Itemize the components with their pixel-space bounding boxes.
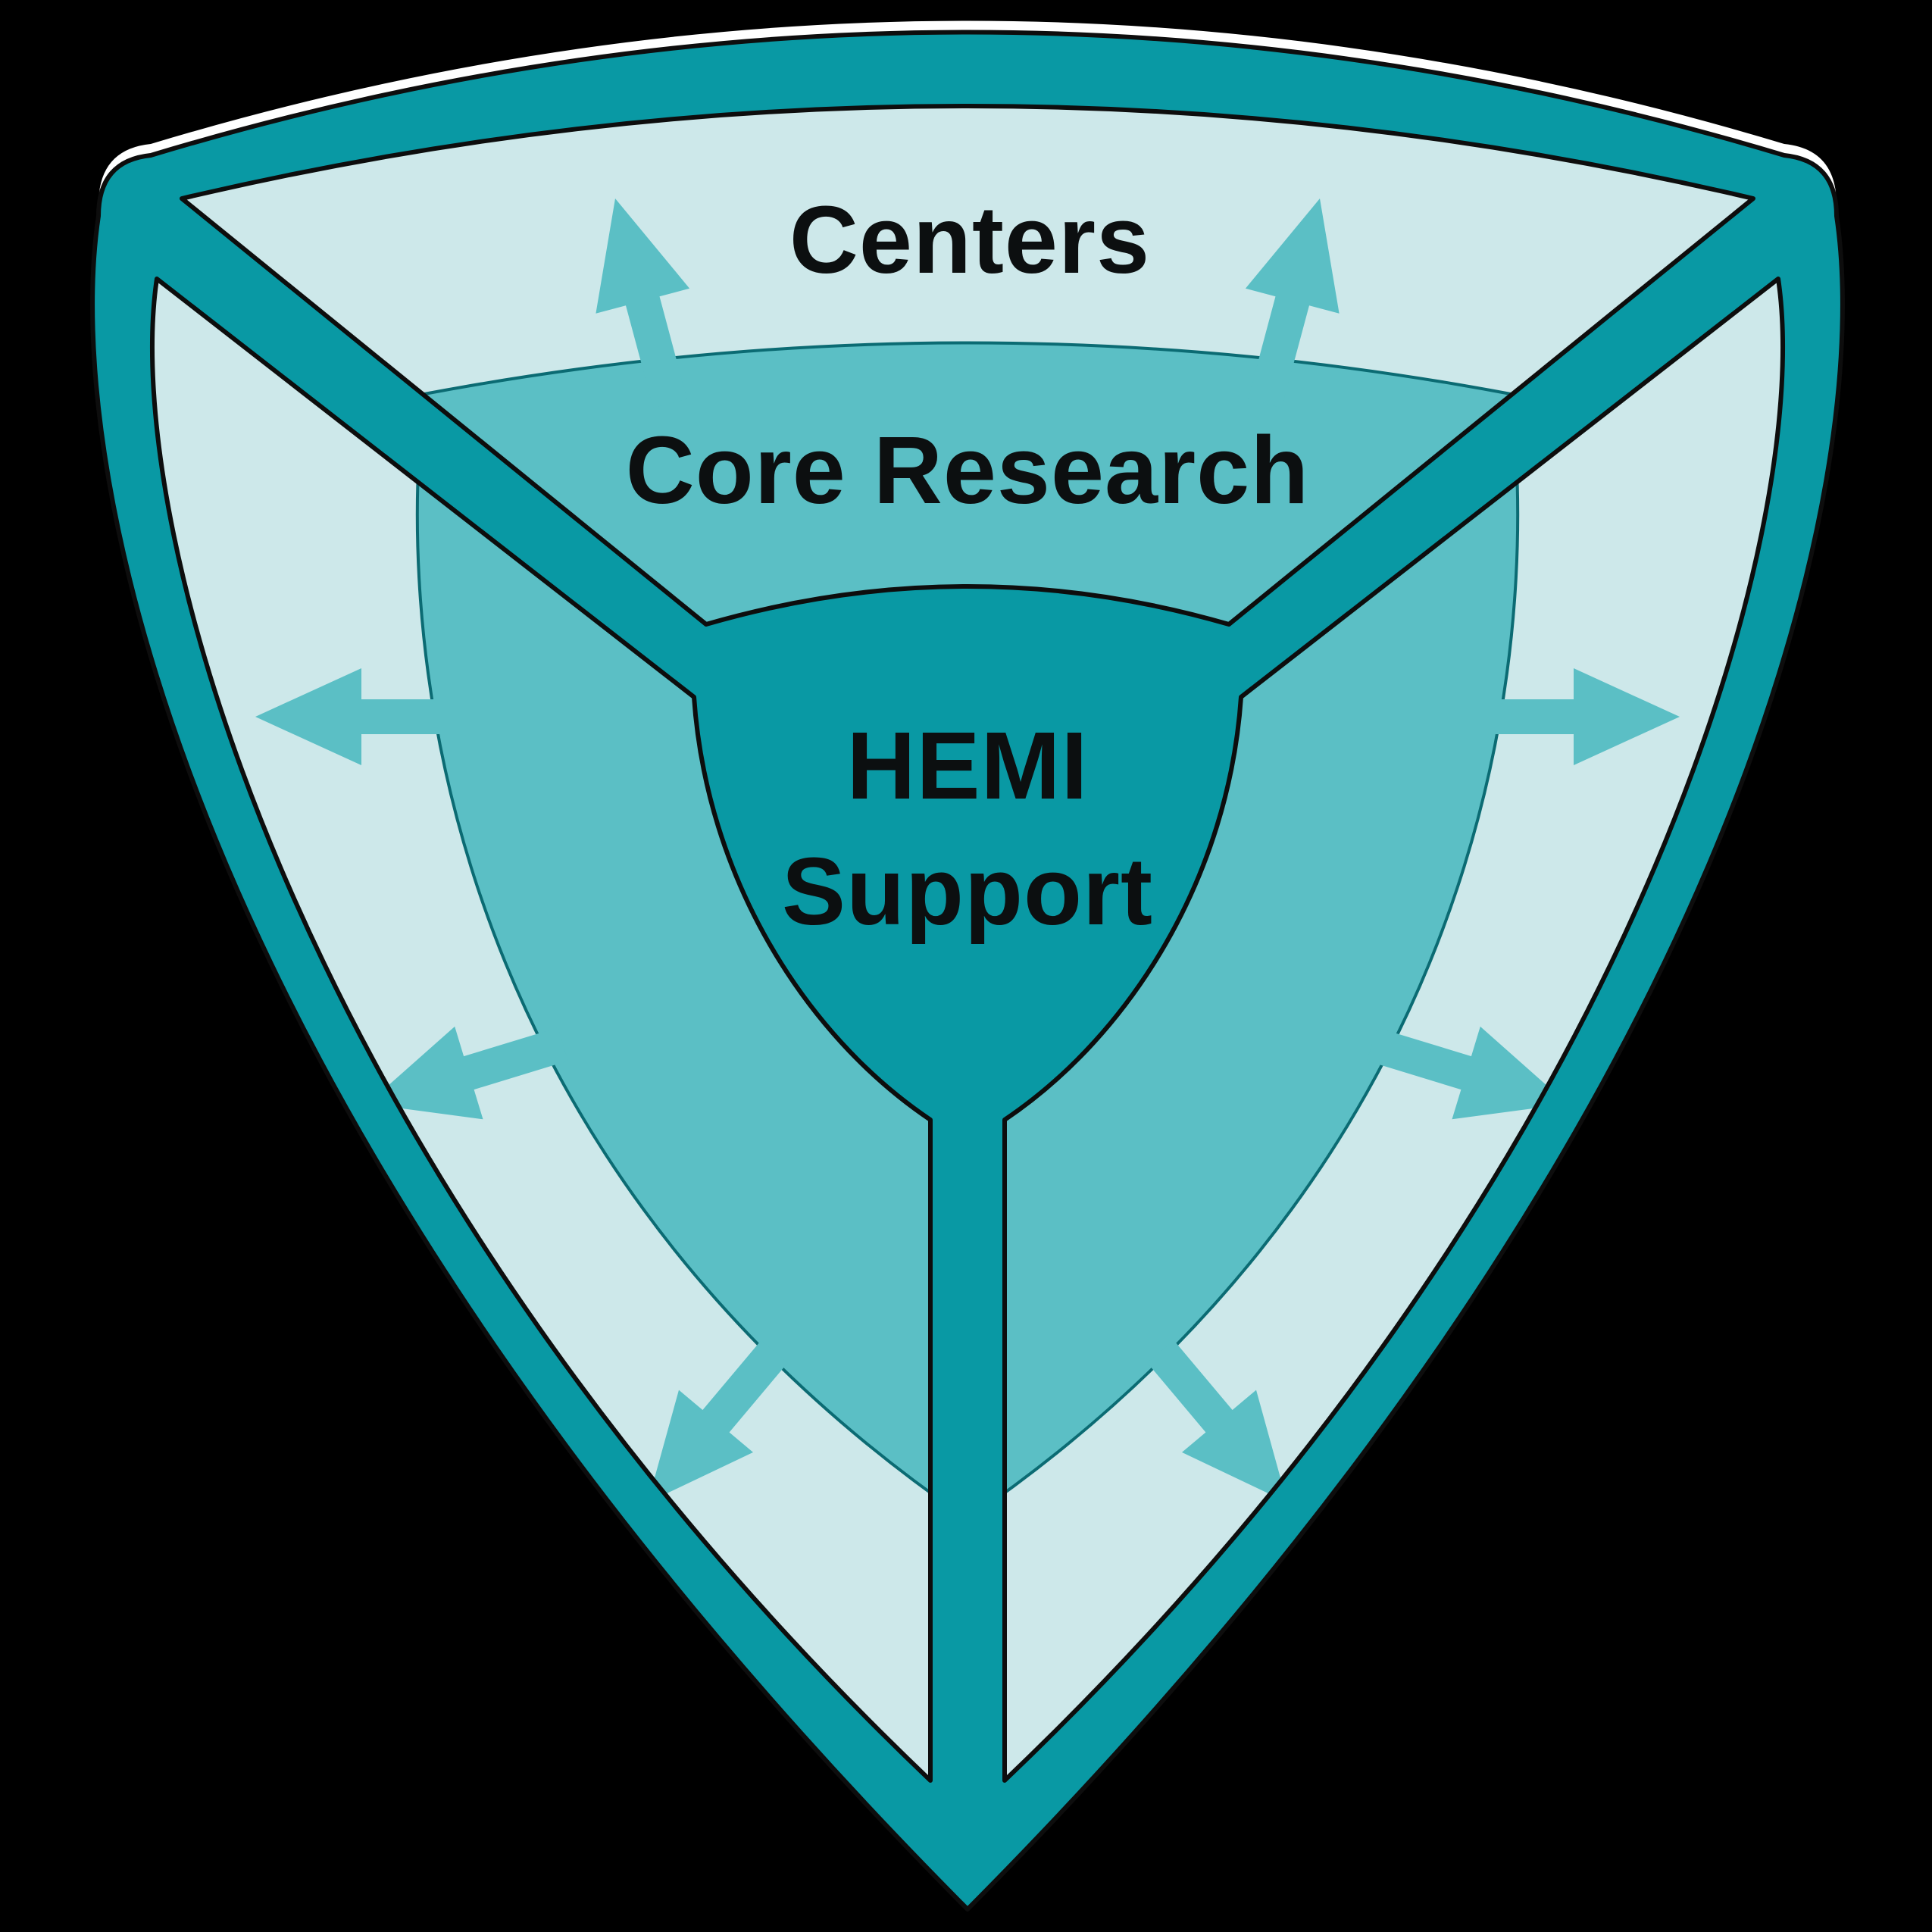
arrow-top-right-up: [1245, 199, 1340, 408]
outward-arrows: [255, 199, 1680, 1502]
arrow-bottom-left-out: [648, 1340, 788, 1502]
ring-label-core-research: Core Research: [626, 417, 1309, 524]
arrow-right-out: [1460, 668, 1680, 765]
arrow-top-left-up: [596, 199, 690, 408]
ring-label-centers: Centers: [789, 186, 1150, 293]
arrow-bottom-right-out: [1147, 1340, 1287, 1502]
arrow-left-out: [255, 668, 475, 765]
arrow-right-down-out: [1367, 1026, 1568, 1120]
center-label-hemi: HEMI: [847, 712, 1089, 819]
arrow-left-down-out: [367, 1026, 568, 1120]
center-label-support: Support: [782, 838, 1153, 945]
shield-frame: [90, 30, 1845, 1912]
